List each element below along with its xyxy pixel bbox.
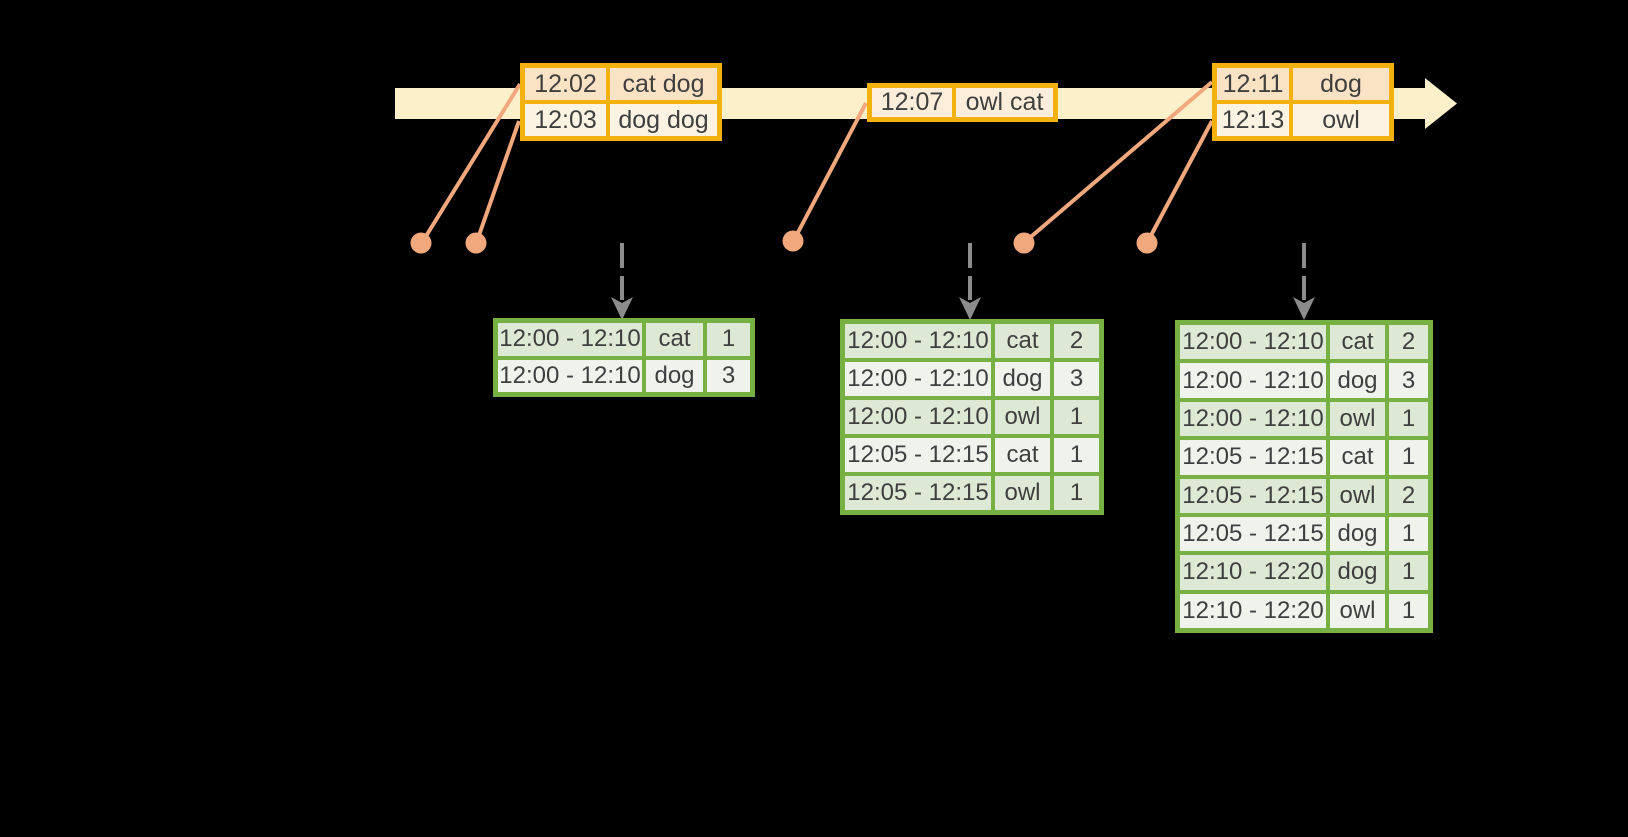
event-time-cell: 12:13 — [1215, 102, 1291, 138]
window-cell: 12:00 - 12:10 — [1178, 399, 1328, 439]
event-dot-icon — [465, 232, 487, 254]
word-cell: cat — [1328, 438, 1387, 477]
word-cell: cat — [1328, 323, 1387, 362]
event-connector-line — [1024, 80, 1214, 243]
trigger-down-arrow-icon — [611, 243, 633, 320]
event-dot-icon — [1136, 232, 1158, 254]
count-cell: 1 — [1387, 399, 1430, 439]
event-words-cell: owl cat — [954, 86, 1055, 119]
count-cell: 3 — [1052, 360, 1101, 398]
count-cell: 1 — [1387, 553, 1430, 592]
event-connector-line — [421, 82, 522, 243]
word-cell: cat — [993, 436, 1052, 474]
window-cell: 12:05 - 12:15 — [1178, 514, 1328, 554]
event-dot-icon — [782, 230, 804, 252]
window-cell: 12:00 - 12:10 — [1178, 323, 1328, 362]
word-cell: owl — [1328, 399, 1387, 439]
timeline-arrowhead-icon — [1425, 78, 1457, 129]
event-connector-line — [1146, 120, 1214, 242]
window-cell: 12:05 - 12:15 — [1178, 438, 1328, 477]
event-time-cell: 12:11 — [1215, 66, 1291, 102]
count-cell: 1 — [1052, 398, 1101, 436]
window-cell: 12:05 - 12:15 — [843, 436, 993, 474]
word-cell: dog — [1328, 361, 1387, 400]
window-cell: 12:00 - 12:10 — [496, 321, 644, 358]
word-cell: dog — [993, 360, 1052, 398]
count-cell: 1 — [1387, 514, 1430, 554]
word-cell: dog — [644, 357, 705, 394]
word-cell: dog — [1328, 514, 1387, 554]
word-cell: owl — [993, 398, 1052, 436]
event-words-cell: cat dog — [608, 66, 719, 102]
input-events-table-2: 12:07 owl cat — [867, 83, 1058, 122]
event-words-cell: owl — [1291, 102, 1391, 138]
event-dot-icon — [1013, 232, 1035, 254]
count-cell: 3 — [705, 357, 752, 394]
event-connector-line — [792, 102, 868, 241]
event-connector-line — [475, 120, 521, 242]
count-cell: 1 — [1387, 438, 1430, 477]
window-cell: 12:05 - 12:15 — [843, 474, 993, 512]
word-cell: owl — [1328, 476, 1387, 515]
input-events-table-1: 12:02 cat dog 12:03 dog dog — [520, 63, 722, 141]
event-time-cell: 12:03 — [523, 102, 608, 138]
window-cell: 12:00 - 12:10 — [843, 398, 993, 436]
trigger-down-arrow-icon — [959, 243, 981, 320]
window-cell: 12:00 - 12:10 — [843, 322, 993, 360]
window-cell: 12:10 - 12:20 — [1178, 591, 1328, 630]
trigger-down-arrow-icon — [1293, 243, 1315, 320]
count-cell: 2 — [1052, 322, 1101, 360]
count-cell: 1 — [705, 321, 752, 358]
event-words-cell: dog dog — [608, 102, 719, 138]
event-words-cell: dog — [1291, 66, 1391, 102]
word-cell: owl — [993, 474, 1052, 512]
count-cell: 1 — [1052, 474, 1101, 512]
word-cell: cat — [644, 321, 705, 358]
window-cell: 12:00 - 12:10 — [1178, 361, 1328, 400]
count-cell: 2 — [1387, 323, 1430, 362]
event-time-cell: 12:07 — [870, 86, 954, 119]
word-cell: dog — [1328, 553, 1387, 592]
count-cell: 2 — [1387, 476, 1430, 515]
event-time-cell: 12:02 — [523, 66, 608, 102]
window-cell: 12:00 - 12:10 — [496, 357, 644, 394]
window-cell: 12:10 - 12:20 — [1178, 553, 1328, 592]
count-cell: 3 — [1387, 361, 1430, 400]
input-events-table-3: 12:11 dog 12:13 owl — [1212, 63, 1394, 141]
word-cell: owl — [1328, 591, 1387, 630]
count-cell: 1 — [1052, 436, 1101, 474]
result-table-1: 12:00 - 12:10 cat 1 12:00 - 12:10 dog 3 — [493, 318, 755, 397]
count-cell: 1 — [1387, 591, 1430, 630]
window-cell: 12:05 - 12:15 — [1178, 476, 1328, 515]
word-cell: cat — [993, 322, 1052, 360]
result-table-3: 12:00 - 12:10 cat 2 12:00 - 12:10 dog 3 … — [1175, 320, 1433, 633]
result-table-2: 12:00 - 12:10 cat 2 12:00 - 12:10 dog 3 … — [840, 319, 1104, 515]
event-dot-icon — [410, 232, 432, 254]
window-cell: 12:00 - 12:10 — [843, 360, 993, 398]
